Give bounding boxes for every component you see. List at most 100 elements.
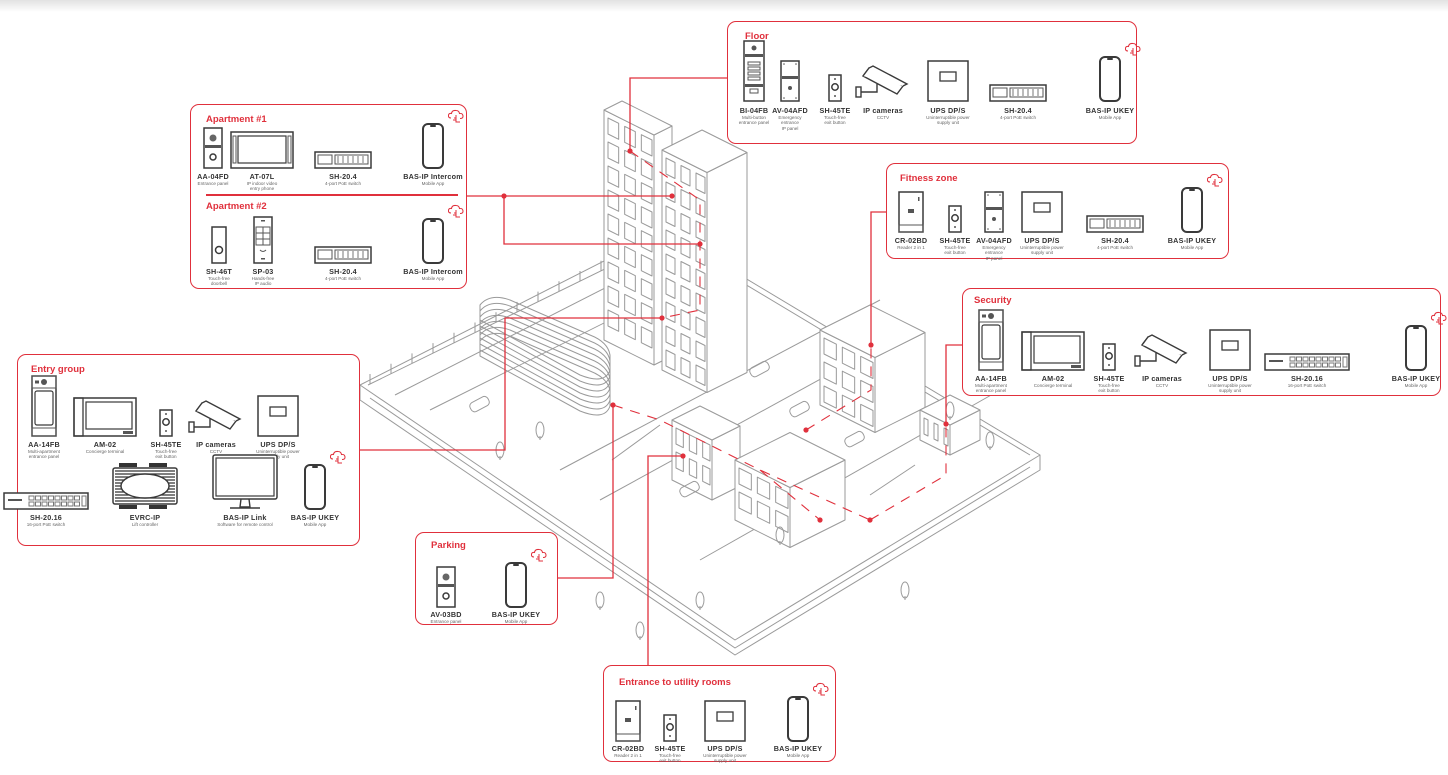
window — [823, 385, 837, 409]
exit-button-icon — [159, 409, 173, 442]
ups-icon — [257, 395, 299, 442]
parking-garage-ramp — [479, 314, 611, 398]
device-name: SP-03 — [252, 267, 274, 276]
device-name: SH-20.4 — [1004, 106, 1032, 115]
entrance-panel-icon — [436, 566, 456, 613]
window — [680, 309, 691, 331]
device-name: BAS-IP UKEY — [1391, 374, 1441, 383]
connector-dashed — [759, 469, 821, 521]
device-name: BAS-IP UKEY — [290, 513, 340, 522]
connector-line — [629, 77, 727, 151]
device-description: Mobile App — [1404, 383, 1428, 388]
window — [640, 230, 653, 253]
cloud-icon — [447, 204, 465, 225]
device-description: Concierge terminal — [1033, 383, 1073, 388]
poe-switch-icon — [989, 84, 1047, 107]
device-description: 4-port PoE switch — [325, 276, 361, 281]
window — [695, 340, 706, 362]
emergency-panel-icon — [780, 60, 800, 107]
window — [860, 379, 874, 403]
device-description: Touch-free exit button — [659, 753, 681, 764]
device-name: AV-04AFD — [976, 236, 1012, 245]
window — [640, 134, 653, 157]
window — [823, 361, 837, 385]
device-name: UPS DP/S — [1024, 236, 1060, 245]
panel-title: Entrance to utility rooms — [619, 677, 731, 688]
window — [680, 189, 691, 211]
device-name: SH-20.16 — [30, 513, 62, 522]
window — [860, 355, 874, 379]
window — [841, 370, 856, 394]
device-name: AT-07L — [249, 172, 275, 181]
window — [680, 357, 691, 379]
device-name: EVRC-IP — [129, 513, 161, 522]
connector-node — [943, 421, 949, 427]
window — [607, 285, 620, 308]
device-description: Emergency entrance IP panel — [982, 245, 1006, 261]
device-description: CCTV — [876, 115, 890, 120]
window — [680, 165, 691, 187]
device-name: BAS-IP UKEY — [1085, 106, 1135, 115]
window — [607, 309, 620, 332]
cloud-icon — [1124, 42, 1142, 63]
cloud-icon — [329, 450, 347, 471]
entrance-panel-multibutton-icon — [743, 40, 765, 107]
indoor-monitor-icon — [230, 131, 294, 174]
window — [640, 206, 653, 229]
device-description: Uninterruptible power supply unit — [926, 115, 970, 126]
car — [844, 430, 865, 448]
parking-garage-ramp — [479, 296, 611, 380]
device-description: Touch-free exit button — [944, 245, 966, 256]
panel-title: Floor — [745, 31, 769, 42]
panel-title: Fitness zone — [900, 173, 958, 184]
device-description: Lift controller — [131, 522, 159, 527]
connector-node — [669, 193, 675, 199]
device-description: CCTV — [1155, 383, 1169, 388]
window — [624, 269, 636, 293]
window — [624, 293, 636, 317]
window — [695, 196, 706, 218]
device-name: AM-02 — [1041, 374, 1065, 383]
device-description: 4-port PoE switch — [1097, 245, 1133, 250]
device-name: AA-14FB — [975, 374, 1007, 383]
connector-line — [360, 317, 662, 451]
window — [756, 500, 771, 524]
bollard — [900, 581, 910, 599]
smartphone-icon — [1404, 325, 1428, 376]
window — [624, 317, 636, 341]
touchscreen-panel-icon — [31, 375, 57, 442]
connector-line — [870, 211, 886, 345]
device-name: BI-04FB — [739, 106, 769, 115]
device-description: Entrance panel — [197, 181, 229, 186]
window — [923, 417, 929, 437]
parking-garage-ramp — [479, 302, 611, 386]
device-description: Mobile App — [504, 619, 528, 624]
window — [933, 422, 939, 442]
card-reader-icon — [898, 191, 924, 238]
device-name: AM-02 — [93, 440, 117, 449]
window — [607, 213, 620, 236]
window — [688, 434, 698, 455]
window — [688, 458, 698, 479]
emergency-panel-icon — [984, 191, 1004, 238]
device-description: IP indoor video entry phone — [246, 181, 278, 192]
tower-right-roof — [661, 129, 748, 173]
device-name: SH-20.16 — [1291, 374, 1323, 383]
connector-node — [680, 453, 686, 459]
device-name: BAS-IP Intercom — [403, 267, 463, 276]
window — [943, 427, 949, 447]
exit-button-icon — [948, 205, 962, 238]
lift-controller-icon — [109, 462, 181, 515]
window — [640, 254, 653, 277]
device-description: Mobile App — [1180, 245, 1204, 250]
device-name: SH-20.4 — [1101, 236, 1129, 245]
site-base-edge-inner — [369, 397, 1031, 649]
window — [640, 278, 653, 301]
window — [607, 189, 620, 212]
window — [695, 292, 706, 314]
connector-node — [867, 517, 873, 523]
